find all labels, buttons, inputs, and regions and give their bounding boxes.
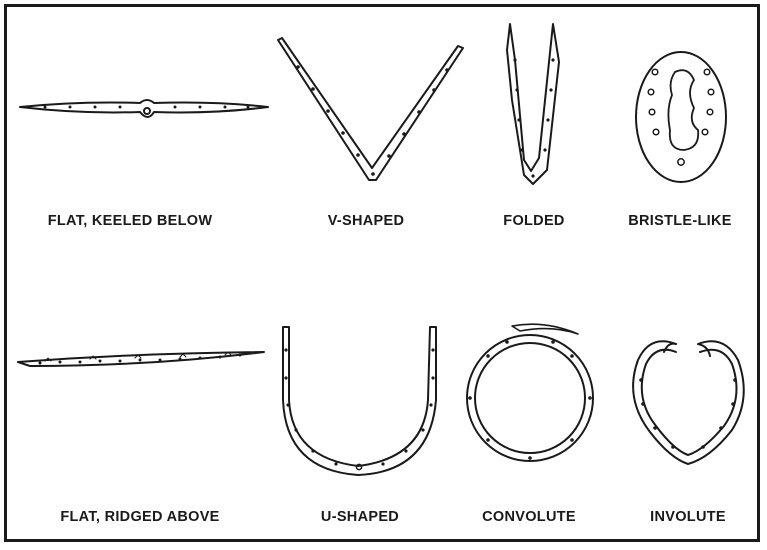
- label-flat-keeled-below: FLAT, KEELED BELOW: [48, 213, 213, 229]
- label-folded: FOLDED: [503, 213, 564, 229]
- involute-shape: [633, 341, 744, 464]
- folded-shape: [507, 24, 559, 184]
- label-involute: INVOLUTE: [650, 509, 726, 525]
- convolute-shape: [467, 324, 593, 461]
- label-bristle-like: BRISTLE-LIKE: [628, 213, 732, 229]
- flat-ridged-above-shape: [18, 352, 264, 366]
- bristle-like-shape: [636, 52, 726, 182]
- flat-keeled-below-shape: [20, 100, 268, 117]
- v-shaped-shape: [278, 38, 463, 180]
- label-convolute: CONVOLUTE: [482, 509, 576, 525]
- label-flat-ridged-above: FLAT, RIDGED ABOVE: [60, 509, 219, 525]
- u-shaped-shape: [283, 327, 436, 475]
- label-u-shaped: U-SHAPED: [321, 509, 399, 525]
- label-v-shaped: V-SHAPED: [328, 213, 405, 229]
